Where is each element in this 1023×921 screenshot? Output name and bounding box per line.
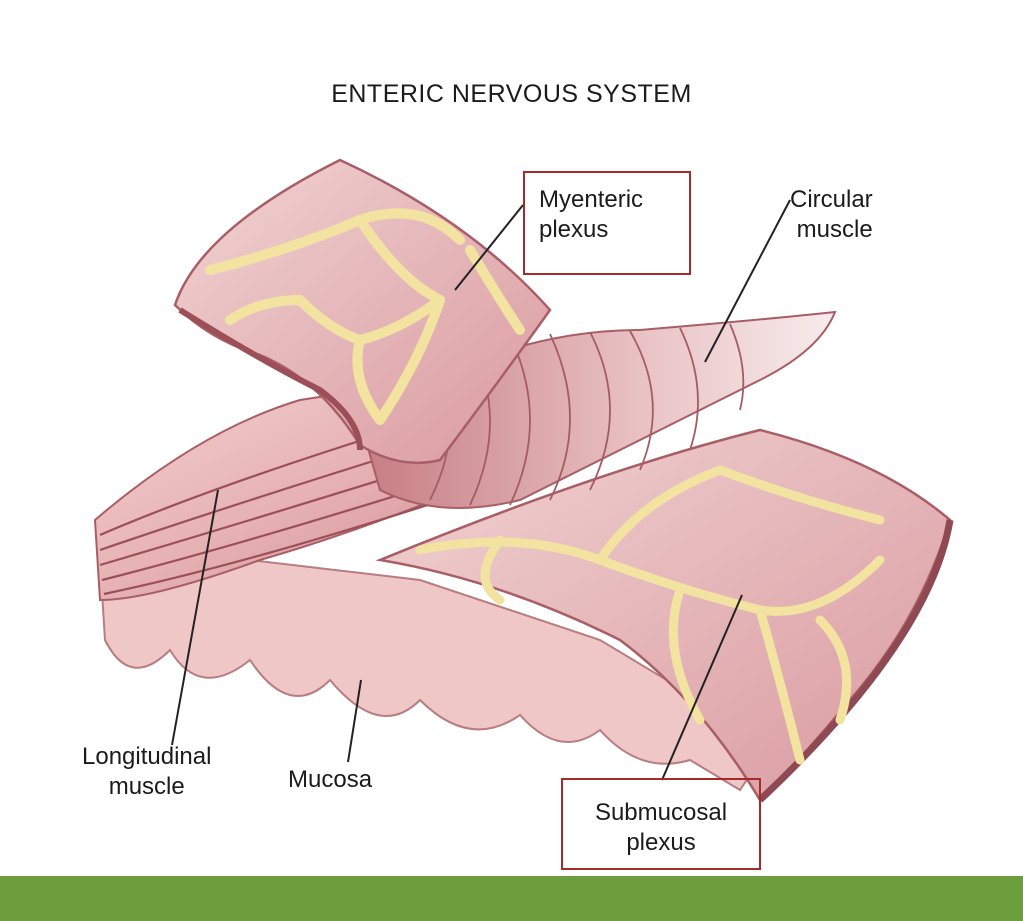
leader-lines [171,199,791,781]
leader-submucosal [661,594,743,781]
myenteric-plexus-network [205,208,525,425]
label-myenteric-plexus: Myenteric plexus [523,171,691,275]
label-circular-muscle: Circular muscle [790,186,873,243]
leader-mucosa [347,679,362,763]
label-longitudinal-muscle: Longitudinal muscle [82,743,212,800]
leader-myenteric [454,204,524,291]
diagram-title: ENTERIC NERVOUS SYSTEM [331,80,692,108]
submucosal-plexus-network [415,465,885,765]
label-mucosa: Mucosa [288,766,373,793]
mucosa-layer [98,559,762,792]
gut-wall-illustration [93,158,954,803]
leader-circular [704,199,791,363]
footer-bar [0,876,1023,921]
myenteric-flap-edge [178,307,363,451]
label-submucosal-plexus: Submucosal plexus [561,778,761,870]
leader-longitudinal [171,489,219,746]
